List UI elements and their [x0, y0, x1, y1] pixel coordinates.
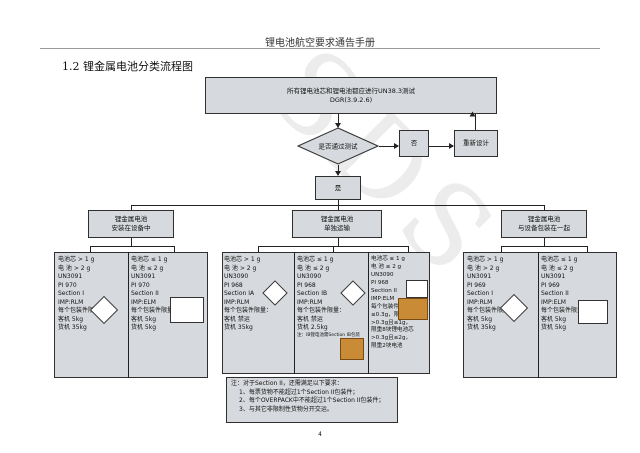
connector — [501, 246, 587, 247]
connector — [338, 205, 339, 210]
no-box: 否 — [399, 130, 429, 157]
yes-box: 是 — [315, 176, 361, 200]
connector — [544, 205, 545, 210]
arrow — [335, 171, 341, 176]
connector — [338, 200, 339, 205]
connector — [131, 205, 544, 206]
branch-left-line1: 锂金属电池 — [114, 215, 148, 224]
note-line3: 2、每个OVERPACK中不能超过1个Section II包装件； — [239, 397, 385, 405]
connector — [338, 238, 339, 246]
connector — [587, 246, 588, 252]
connector — [338, 114, 339, 126]
connector — [258, 246, 259, 252]
branch-installed-in-equipment: 锂金属电池 安装在设备中 — [88, 210, 174, 238]
branch-shipped-alone: 锂金属电池 单独运输 — [292, 210, 382, 238]
connector — [131, 238, 132, 246]
header-divider — [40, 48, 600, 49]
panel-shipped-alone — [222, 252, 430, 374]
package-photo — [340, 338, 364, 360]
connector — [501, 246, 502, 252]
connector — [131, 205, 132, 210]
connector — [379, 146, 398, 147]
panel-divider — [294, 252, 295, 374]
section-ii-note: 注：对于Section II，还需满足以下要求： 1、每票货物不能超过1个Sec… — [226, 377, 398, 423]
branch-right-line2: 与设备包装在一起 — [518, 224, 570, 232]
panel-divider — [128, 252, 129, 378]
section-title: 1.2 锂金属电池分类流程图 — [62, 60, 193, 73]
lithium-battery-label — [170, 297, 204, 323]
decision-label: 是否通过测试 — [319, 142, 359, 151]
lithium-battery-label — [578, 300, 608, 324]
connector — [333, 246, 334, 252]
connector — [90, 246, 174, 247]
panel-divider — [368, 252, 369, 374]
package-photo — [398, 298, 428, 320]
lithium-battery-label — [406, 280, 428, 298]
connector — [90, 246, 91, 252]
branch-right-line1: 锂金属电池 — [527, 215, 561, 224]
arrow — [469, 111, 476, 117]
arrow — [335, 123, 341, 128]
connector — [544, 238, 545, 246]
branch-middle-line2: 单独运输 — [324, 224, 350, 232]
un38-test-line1: 所有锂电池芯和锂电池都应进行UN38.3测试 — [286, 86, 416, 95]
branch-packed-with-equipment: 锂金属电池 与设备包装在一起 — [501, 210, 587, 238]
un38-test-box: 所有锂电池芯和锂电池都应进行UN38.3测试 DGR(3.9.2.6) — [205, 77, 497, 114]
branch-middle-line1: 锂金属电池 — [320, 215, 354, 224]
decision-diamond: 是否通过测试 — [297, 127, 379, 165]
connector — [174, 246, 175, 252]
connector — [475, 114, 476, 130]
connector — [408, 246, 409, 252]
connector — [429, 146, 453, 147]
panel-divider — [538, 252, 539, 378]
connector — [338, 165, 339, 174]
un38-test-line2: DGR(3.9.2.6) — [329, 95, 373, 104]
page-header: 锂电池航空要求通告手册 — [265, 38, 375, 49]
arrow — [394, 143, 399, 149]
note-line2: 1、每票货物不能超过1个Section II包装件； — [239, 388, 359, 396]
arrow — [449, 143, 454, 149]
note-line1: 注：对于Section II，还需满足以下要求： — [231, 380, 343, 387]
branch-left-line2: 安装在设备中 — [111, 224, 151, 232]
note-line4: 3、与其它非限制性货物分开交运。 — [239, 406, 333, 414]
redesign-box: 重新设计 — [454, 130, 498, 157]
page-number: 4 — [318, 431, 322, 438]
